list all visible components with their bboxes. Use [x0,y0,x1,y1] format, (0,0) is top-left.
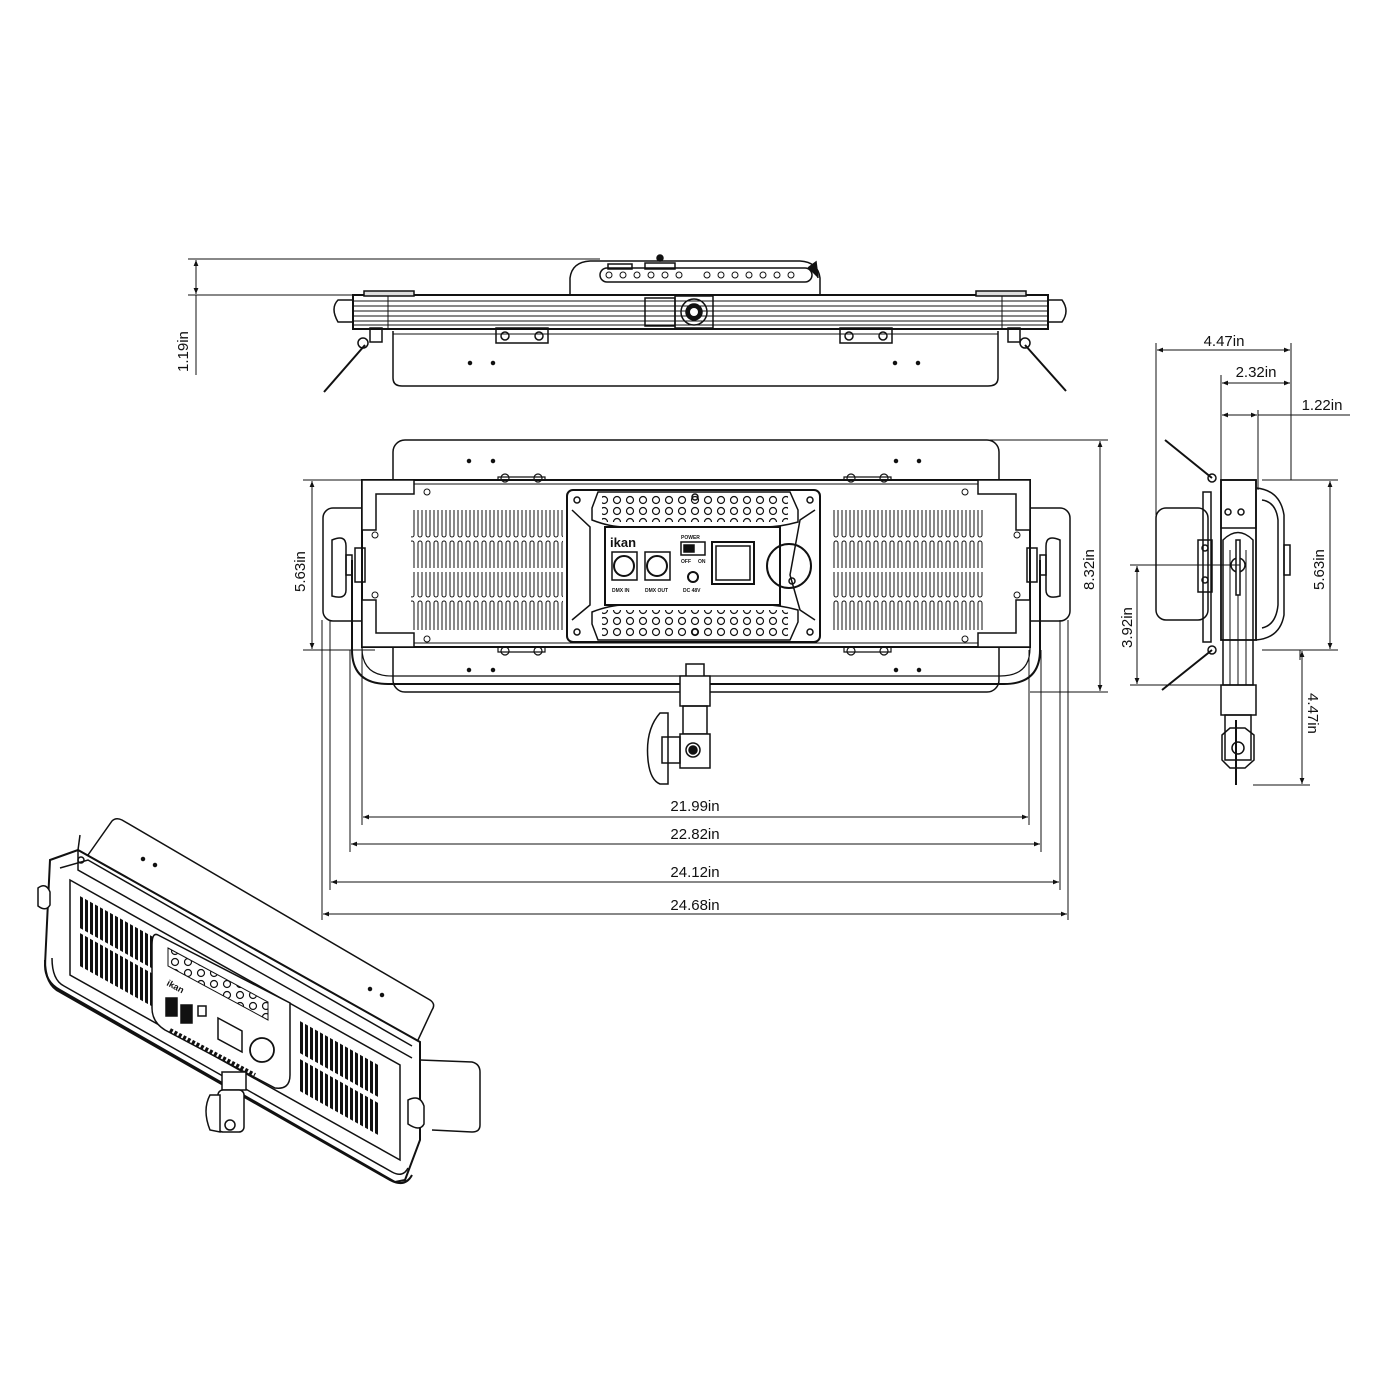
dimension-frame-height [303,479,380,651]
dimension-height-top [188,258,600,375]
power-switch[interactable] [680,541,706,556]
right-knob-icon [1026,537,1061,598]
dim-label-22-82: 22.82in [670,826,719,843]
dimension-overall-height [990,439,1108,693]
dc-input-label: DC 48V [683,588,701,594]
dim-label-3-92: 3.92in [1119,607,1136,648]
display-screen [711,541,755,585]
dc-input-port-icon [687,571,699,583]
dimmer-dial[interactable] [766,543,812,589]
dim-label-8-32: 8.32in [1081,549,1098,590]
front-view: ikan DMX IN DMX OUT POWER OFF ON DC 48V [292,439,1108,920]
top-view: 1.19in [175,254,1067,393]
dim-label-5-63-side: 5.63in [1311,549,1328,590]
dim-label-1-19: 1.19in [175,331,192,372]
mount-spigot [646,663,711,785]
left-knob-icon [331,537,366,598]
dim-label-24-12: 24.12in [670,864,719,881]
power-label: POWER [681,535,700,541]
dim-label-2-32: 2.32in [1236,364,1277,381]
dim-label-1-22: 1.22in [1302,397,1343,414]
dim-label-21-99: 21.99in [670,798,719,815]
dim-label-4-47-depth: 4.47in [1204,333,1245,350]
dimension-widths [321,620,1069,920]
dim-label-5-63-front: 5.63in [292,551,309,592]
switch-off-label: OFF [681,559,691,565]
side-view: 4.47in 2.32in 1.22in [1119,333,1350,786]
dim-label-4-47-drop: 4.47in [1304,693,1321,734]
dim-label-24-68: 24.68in [670,897,719,914]
dmx-in-label: DMX IN [612,588,630,594]
control-module: ikan DMX IN DMX OUT POWER OFF ON DC 48V [566,489,821,643]
brand-logo: ikan [610,535,636,550]
switch-on-label: ON [698,559,706,565]
isometric-view: ikan [37,817,481,1185]
dmx-out-label: DMX OUT [645,588,668,594]
